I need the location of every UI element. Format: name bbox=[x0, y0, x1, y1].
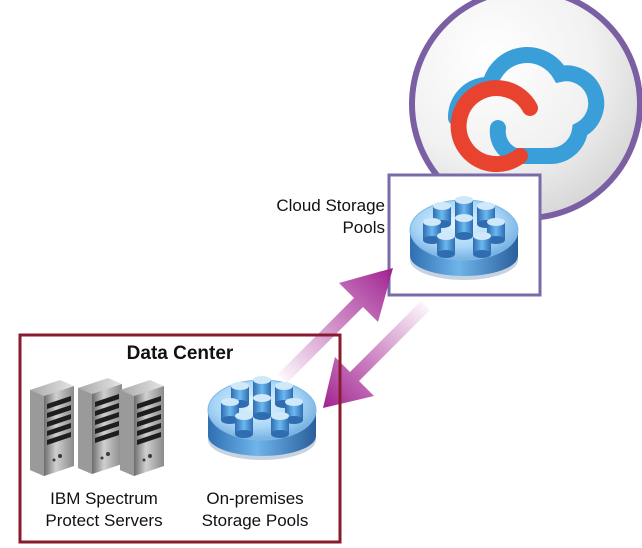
cloud-storage-pool-icon bbox=[409, 195, 519, 281]
cloud-storage-label: Cloud Storage Pools bbox=[222, 195, 385, 239]
data-center-title: Data Center bbox=[126, 343, 234, 364]
on-premises-pools-label: On-premises Storage Pools bbox=[180, 488, 330, 532]
arrow-down-left-icon bbox=[323, 301, 430, 408]
pools-label-line2: Storage Pools bbox=[201, 511, 309, 530]
cloud-icon bbox=[448, 47, 605, 173]
on-premises-storage-pool-icon bbox=[207, 375, 317, 461]
cloud-storage-label-line2: Pools bbox=[342, 218, 385, 237]
cloud-storage-label-line1: Cloud Storage bbox=[276, 196, 385, 215]
servers-label-line2: Protect Servers bbox=[45, 511, 163, 530]
data-center-box bbox=[18, 333, 342, 544]
pools-label-line1: On-premises bbox=[206, 489, 304, 508]
arrow-up-right-icon bbox=[278, 268, 393, 383]
servers-label-line1: IBM Spectrum bbox=[50, 489, 158, 508]
server-rack-icon bbox=[30, 378, 164, 476]
servers-label: IBM Spectrum Protect Servers bbox=[22, 488, 186, 532]
